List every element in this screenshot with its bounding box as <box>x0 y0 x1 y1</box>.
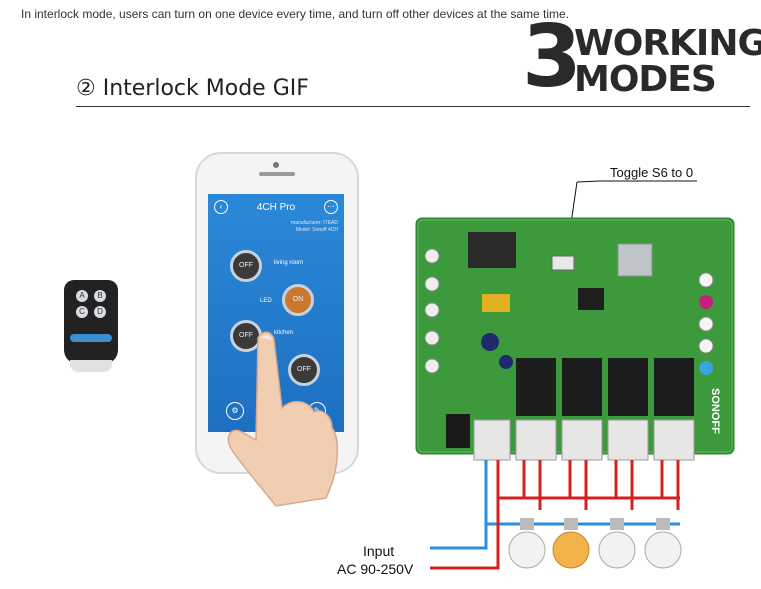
settings-icon[interactable]: ⚙ <box>226 402 244 420</box>
left-button-3 <box>424 302 440 318</box>
device-toggle-4[interactable]: OFF <box>288 354 320 386</box>
toggle-annotation: Toggle S6 to 0 <box>610 165 694 180</box>
device-label-led: LED <box>260 298 272 304</box>
wire-input-red <box>430 460 500 570</box>
wire-input-blue <box>430 460 488 550</box>
device-toggle-living-room[interactable]: OFF <box>230 250 262 282</box>
remote-button-c: C <box>76 306 88 318</box>
right-led-2 <box>699 295 713 309</box>
title-divider <box>76 106 750 107</box>
terminal-4 <box>653 419 695 461</box>
app-screen: ‹ 4CH Pro ⋯ manufacturer: ITEAD Model: S… <box>208 194 344 432</box>
relay-4 <box>654 358 694 416</box>
pointing-hand <box>227 331 339 507</box>
meta-manufacturer: manufacturer: ITEAD <box>291 220 338 226</box>
remote-button-d: D <box>94 306 106 318</box>
device-meta: manufacturer: ITEAD Model: Sonoff 4CH <box>291 220 338 234</box>
input-label: Input <box>363 543 395 559</box>
badge-word-working: WORKING <box>574 23 761 64</box>
bulb-2-lit <box>552 518 590 569</box>
voltage-label: AC 90-250V <box>337 561 414 577</box>
bulb-3 <box>598 518 636 569</box>
phone-speaker <box>259 172 295 176</box>
right-led-4 <box>698 338 714 354</box>
more-icon[interactable]: ⋯ <box>324 200 338 214</box>
left-button-1 <box>424 248 440 264</box>
capacitor-2 <box>499 355 513 369</box>
bulb-1 <box>508 518 546 569</box>
capacitor-1 <box>481 333 499 351</box>
remote-body <box>64 280 118 364</box>
remote-button-a: A <box>76 290 88 302</box>
device-label-living-room: living room <box>274 260 304 266</box>
app-title: 4CH Pro <box>256 202 296 213</box>
device-toggle-led[interactable]: ON <box>282 284 314 316</box>
right-led-5 <box>699 361 713 375</box>
badge-number: 3 <box>522 7 582 107</box>
transformer <box>482 294 510 312</box>
terminal-1 <box>515 419 557 461</box>
left-button-2 <box>424 276 440 292</box>
badge-word-modes: MODES <box>574 59 717 100</box>
antenna-coil <box>468 232 516 268</box>
annotation-leader <box>576 180 601 183</box>
remote-button-b: B <box>94 290 106 302</box>
relay-2 <box>562 358 602 416</box>
power-jack <box>446 414 470 448</box>
remote-control: A B C D <box>64 280 118 372</box>
remote-blue-strip <box>70 334 112 342</box>
section-title: ② Interlock Mode GIF <box>76 76 309 101</box>
remote-base <box>70 360 112 372</box>
working-modes-badge: 3 WORKING MODES <box>522 14 761 100</box>
meta-model: Model: Sonoff 4CH <box>295 227 338 233</box>
device-label-kitchen: kitchen <box>274 330 294 336</box>
phone-camera <box>273 162 279 168</box>
device-toggle-kitchen[interactable]: OFF <box>230 320 262 352</box>
right-led-3 <box>698 316 714 332</box>
back-icon[interactable]: ‹ <box>214 200 228 214</box>
left-button-5 <box>424 358 440 374</box>
relay-3 <box>608 358 648 416</box>
brand-text: SONOFF <box>709 388 721 434</box>
right-led-1 <box>698 272 714 288</box>
wifi-module <box>617 243 653 277</box>
terminal-3 <box>607 419 649 461</box>
terminal-2 <box>561 419 603 461</box>
terminal-input <box>473 419 511 461</box>
dip-switch <box>551 255 575 271</box>
bulb-4 <box>644 518 682 569</box>
mode-description: In interlock mode, users can turn on one… <box>21 7 570 21</box>
mcu-chip <box>578 288 604 310</box>
left-button-4 <box>424 330 440 346</box>
relay-1 <box>516 358 556 416</box>
